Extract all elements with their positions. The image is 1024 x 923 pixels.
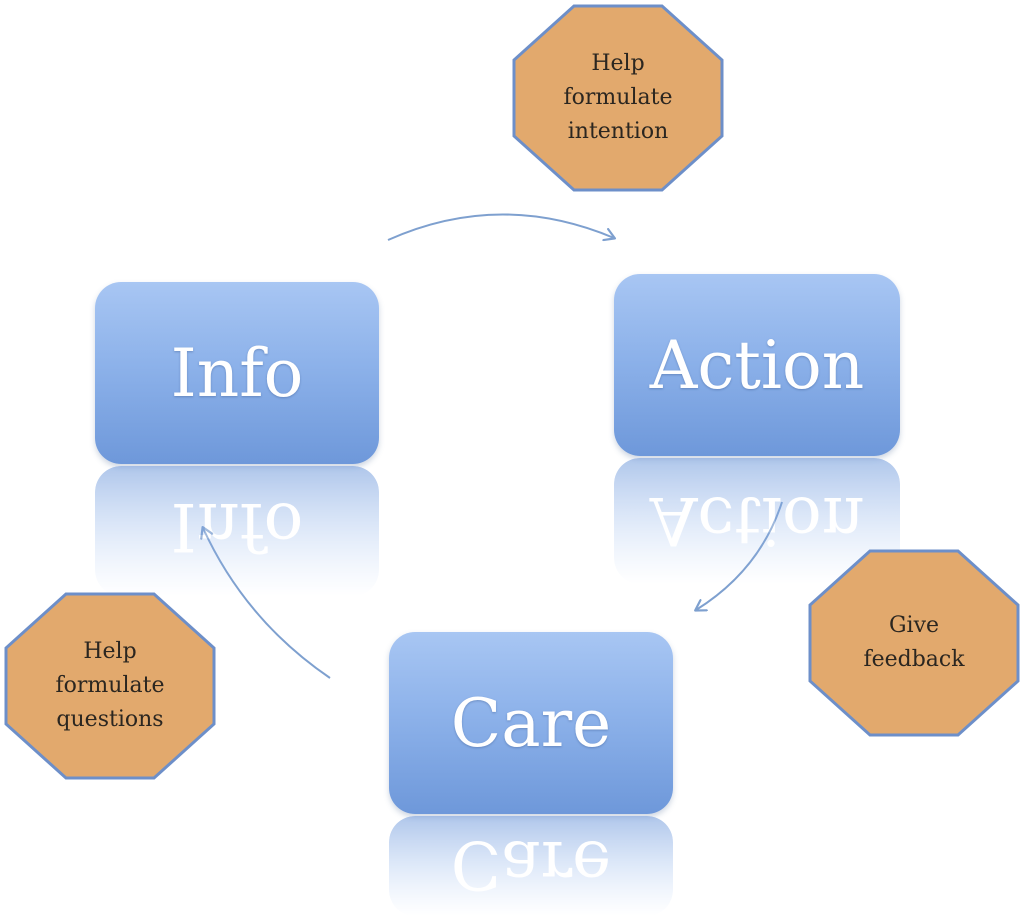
questions-line-2: formulate [55, 673, 165, 698]
care-reflection-label: Care [450, 826, 612, 903]
arrow-info-to-action [387, 213, 614, 240]
intention-line-2: formulate [563, 85, 673, 110]
questions-line-1: Help [83, 639, 137, 664]
care-box: Care [389, 632, 673, 814]
action-box-label: Action [649, 326, 865, 404]
octagon-help-formulate-intention: Help formulate intention [512, 4, 724, 192]
questions-line-3: questions [56, 707, 164, 732]
feedback-line-2: feedback [863, 647, 965, 672]
intention-line-3: intention [567, 119, 669, 144]
feedback-line-1: Give [888, 613, 940, 638]
info-box: Info [95, 282, 379, 464]
care-box-label: Care [450, 684, 612, 762]
care-box-reflection: Care [389, 816, 673, 916]
octagon-give-feedback: Give feedback [808, 549, 1020, 737]
info-box-reflection: Info [95, 466, 379, 596]
action-reflection-label: Action [649, 482, 865, 559]
info-reflection-label: Info [170, 488, 304, 565]
intention-line-1: Help [591, 51, 645, 76]
octagon-help-formulate-questions: Help formulate questions [4, 592, 216, 780]
action-box: Action [614, 274, 900, 456]
info-box-label: Info [170, 334, 304, 412]
